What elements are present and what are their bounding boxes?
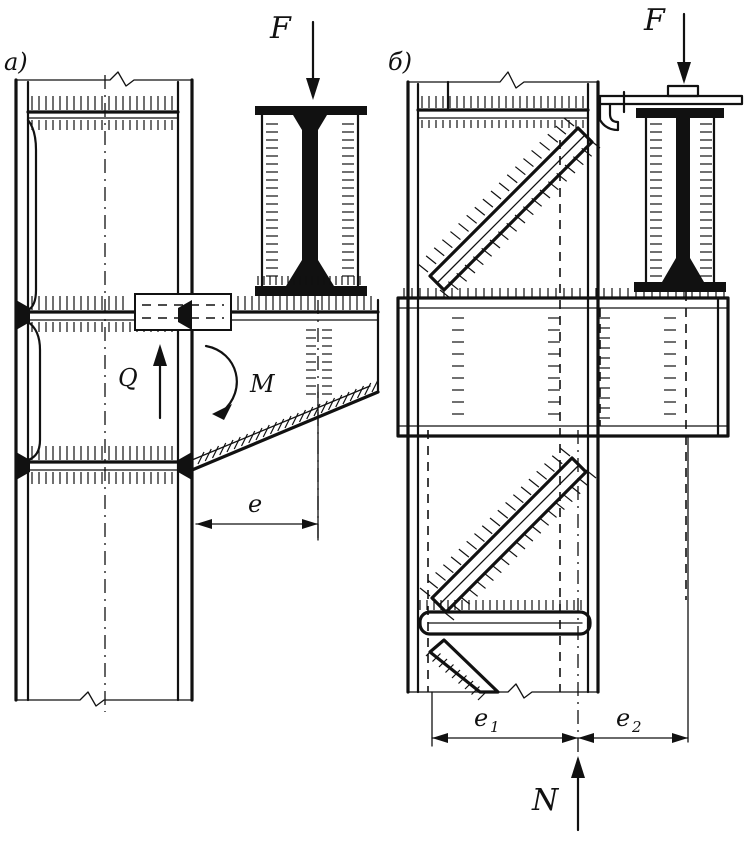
shear-label: Q bbox=[118, 364, 138, 392]
column-a-top-break bbox=[15, 71, 193, 87]
crane-beam-a-top-flange bbox=[255, 106, 367, 115]
top-stiffener-welds bbox=[31, 96, 173, 130]
dimension-e-label: e bbox=[248, 490, 262, 518]
axial-force-label: N bbox=[531, 783, 560, 818]
column-a-bottom-break bbox=[15, 691, 193, 707]
top-bar-welds bbox=[421, 96, 584, 128]
crane-beam-b-bottom-flange bbox=[634, 282, 726, 292]
force-b-label: F bbox=[643, 3, 666, 38]
crane-rail bbox=[666, 84, 700, 98]
panel-b-label: б) bbox=[388, 48, 412, 76]
panel-a-label: а) bbox=[4, 48, 28, 76]
bottom-brace-welds bbox=[425, 647, 487, 701]
upper-brace-welds bbox=[417, 117, 601, 299]
panel-b: F e 1 e 2 N б) bbox=[388, 3, 744, 832]
lower-horizontal-bar bbox=[418, 610, 592, 636]
traverse-box bbox=[396, 296, 730, 438]
dimension-e1-subscript: 1 bbox=[490, 718, 500, 736]
lower-brace-welds bbox=[419, 447, 597, 621]
crane-beam-b-welds bbox=[650, 123, 712, 277]
traverse-rib-welds bbox=[306, 329, 332, 395]
dimension-e2-subscript: 2 bbox=[631, 718, 642, 736]
top-connection-plate bbox=[598, 94, 744, 106]
crane-beam-b-top-flange bbox=[636, 108, 724, 118]
lower-stiffener-welds bbox=[31, 446, 173, 484]
crane-beam-a-welds bbox=[257, 123, 361, 285]
dimension-e2-label: e bbox=[616, 704, 630, 732]
crane-beam-a-bottom-flange bbox=[255, 286, 367, 296]
traverse-bottom-welds bbox=[197, 379, 379, 465]
moment-label: M bbox=[249, 370, 276, 398]
crane-beam-a-web bbox=[302, 115, 318, 286]
crane-beam-b-web bbox=[676, 118, 690, 282]
column-b-bottom-break bbox=[407, 683, 599, 699]
column-b-top-break bbox=[407, 71, 599, 89]
traverse-bottom-flange bbox=[190, 390, 380, 472]
panel-a: F Q M e а) bbox=[4, 11, 380, 712]
force-a-label: F bbox=[269, 11, 292, 46]
dimension-e1-label: e bbox=[474, 704, 488, 732]
moment-arc bbox=[204, 344, 238, 414]
